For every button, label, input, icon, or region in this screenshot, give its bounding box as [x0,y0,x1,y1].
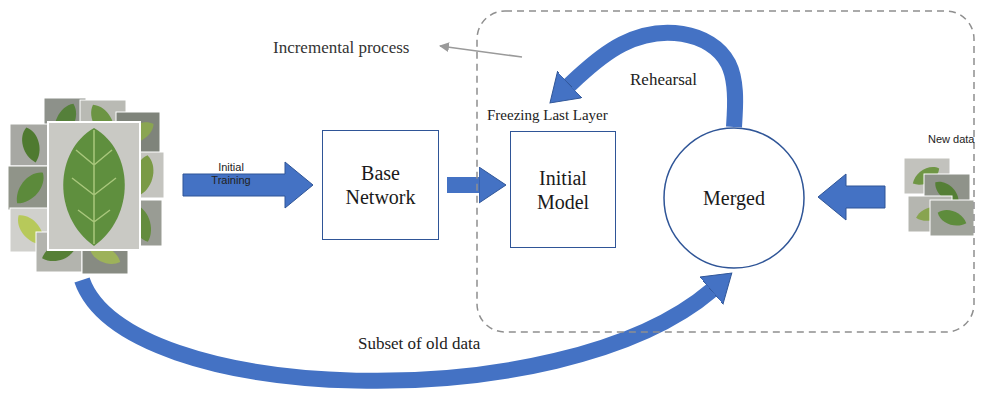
leaf-collage [904,158,974,236]
circle-outline [664,128,804,268]
leaf-photo [10,124,52,166]
flow-arrow [447,177,480,193]
leaf-photo [930,200,974,236]
input-label: New data [928,133,974,146]
dashed-region: Incremental processFreezing Last LayerIn… [476,10,975,333]
leaf [19,126,44,165]
curved-arrow [82,280,712,381]
node-text: Base Network [329,161,432,209]
leader-arrow [440,46,522,57]
block-arrow [183,162,313,208]
leaf-photo [8,166,52,210]
block-arrow [818,174,885,220]
region-outline [477,11,974,332]
flow-label: Subset of old data [358,334,480,354]
merge-circle: Merged [663,127,805,269]
leaf [10,167,50,209]
edge-label: Rehearsal [628,70,699,90]
leaf [63,128,125,246]
process-box: Freezing Last LayerInitial Model [510,131,616,248]
node-text: Merged [703,186,765,210]
process-box: Base Network [322,130,439,240]
leaf-vein [72,130,116,244]
leaf-collage [8,98,164,274]
node-heading: Incremental process [273,38,409,58]
node-heading: Freezing Last Layer [487,107,608,124]
leaf-photo [48,122,140,250]
step-label: Initial Training [205,161,257,186]
node-text: Initial Model [517,166,609,214]
leaf [935,206,968,229]
